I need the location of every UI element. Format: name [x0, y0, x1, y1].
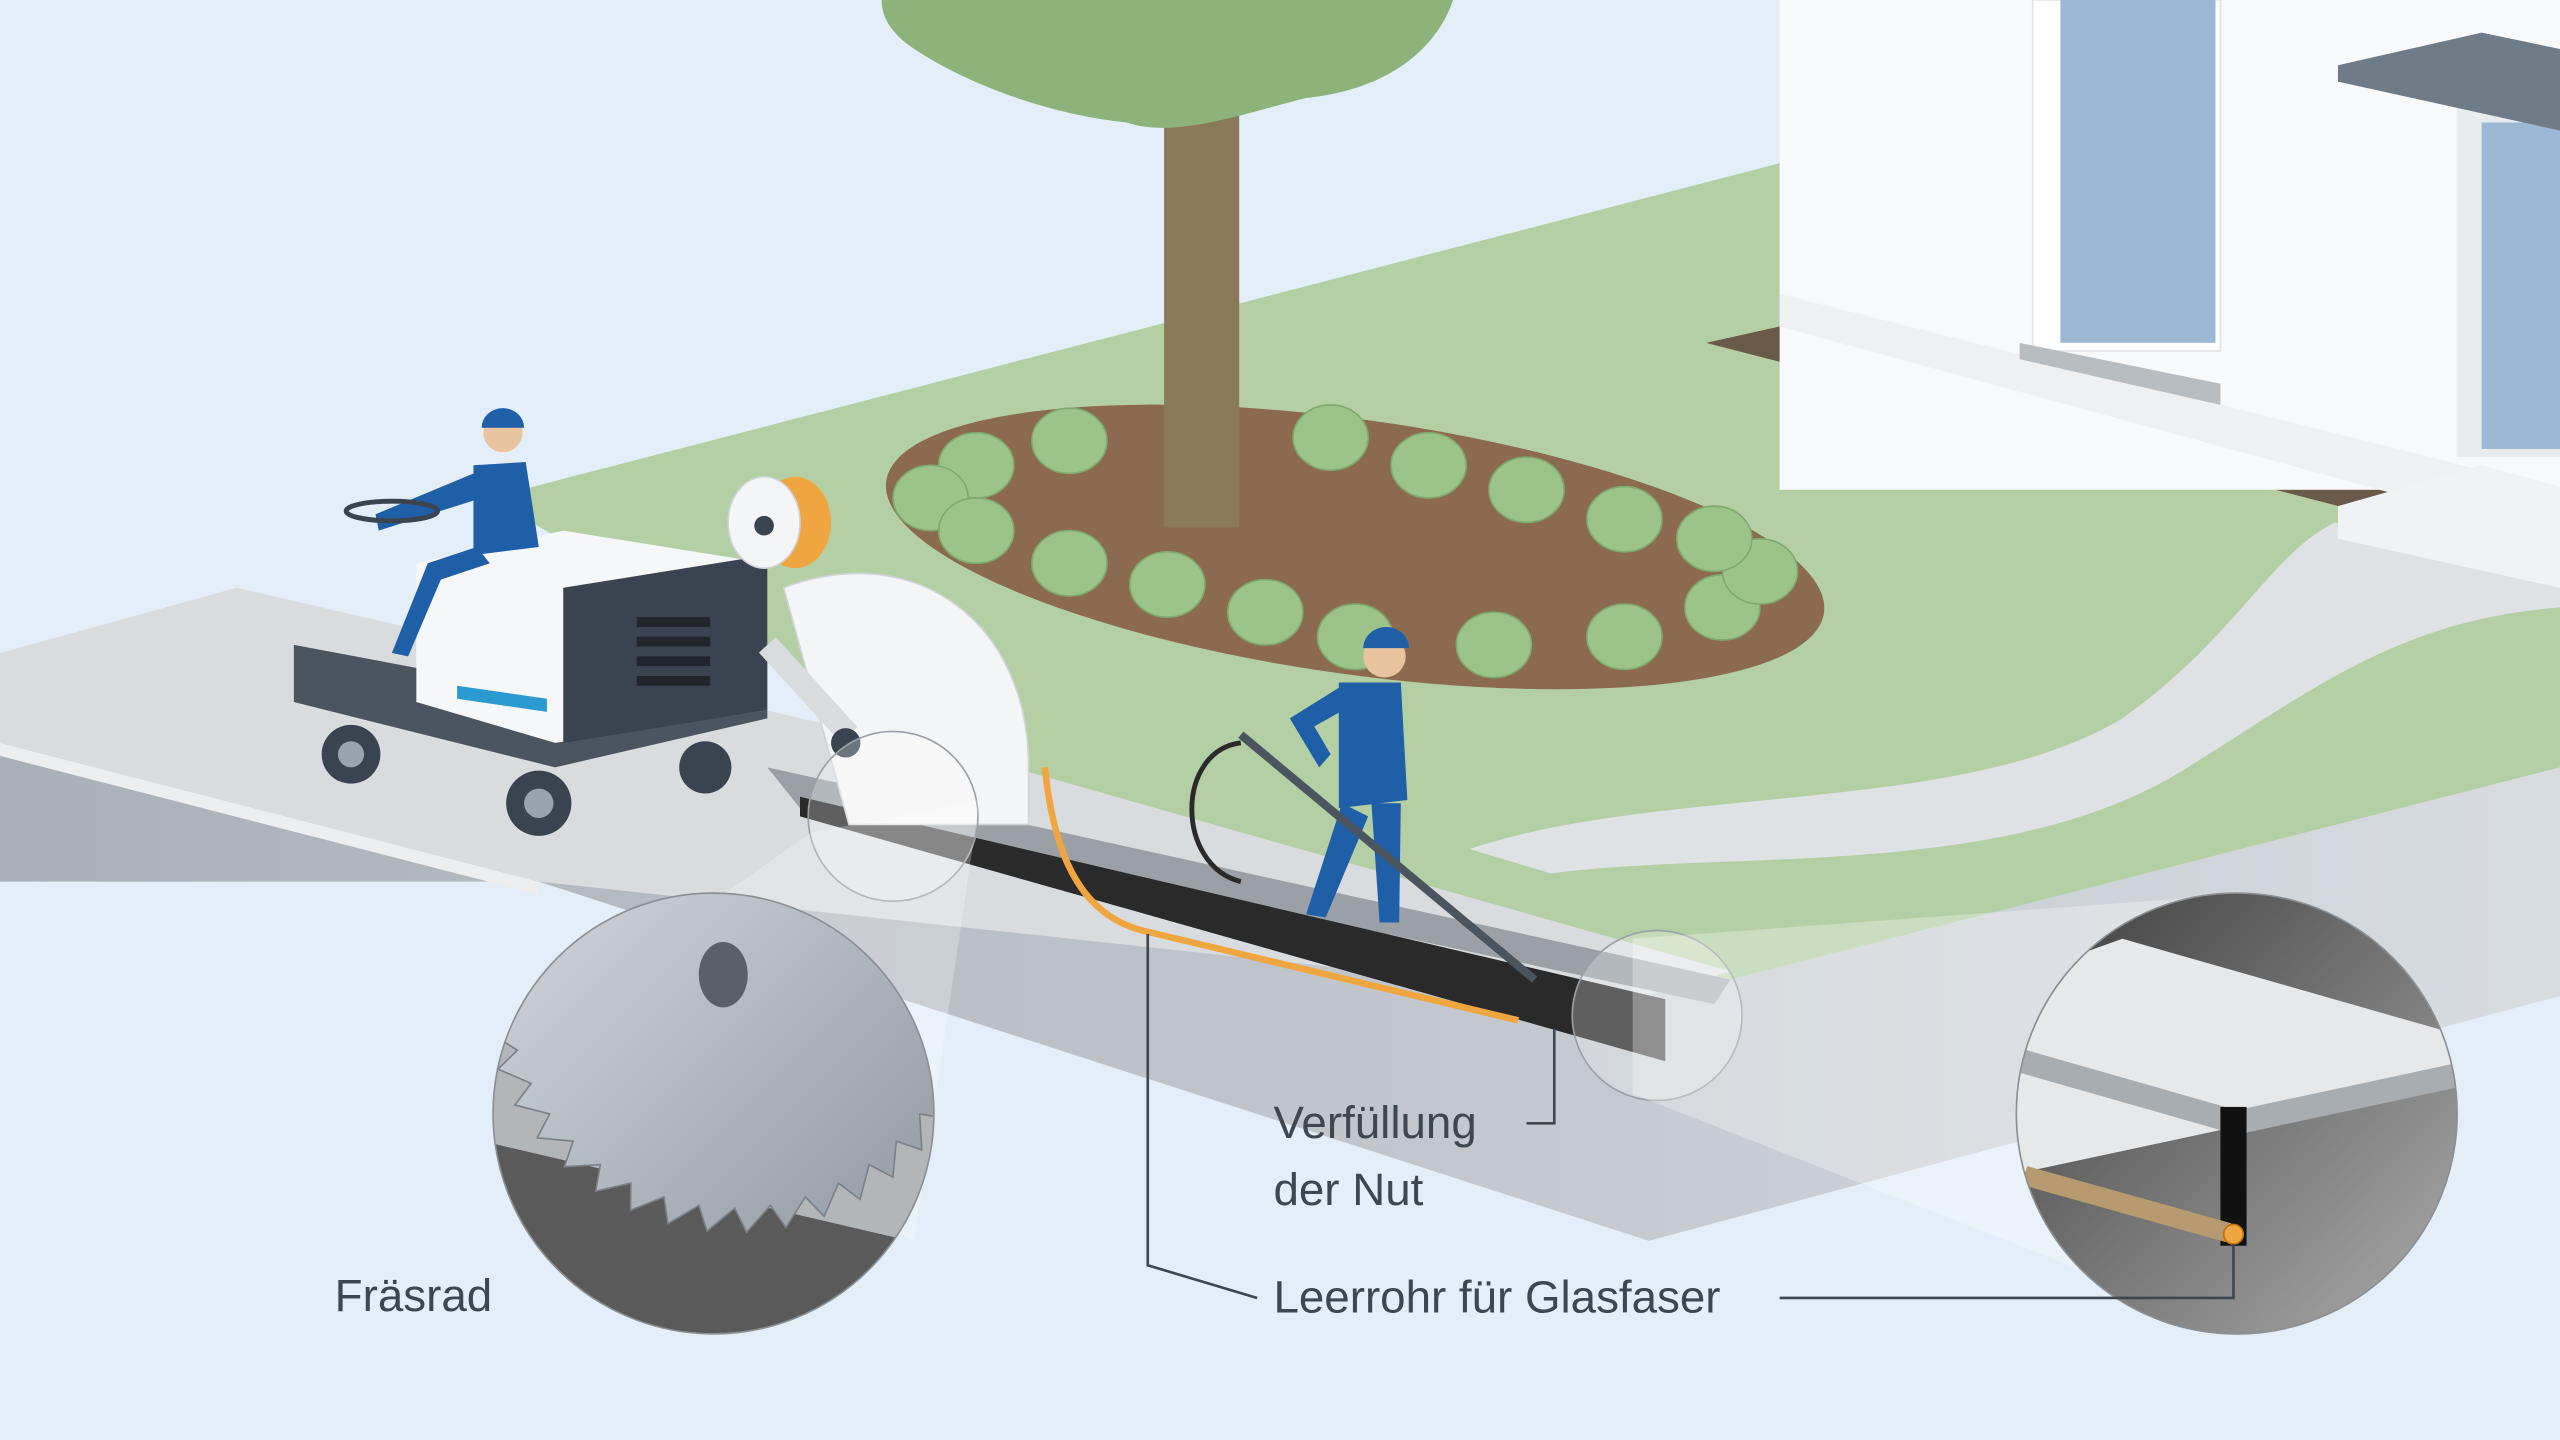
leader-conduit-left — [1146, 933, 1258, 1300]
bush — [1675, 505, 1753, 573]
trench-slot — [800, 796, 1666, 1062]
garden-path — [1469, 522, 2560, 874]
sidewalk-edge — [0, 742, 539, 895]
bush — [1455, 611, 1533, 679]
label-backfill-line2: der Nut — [1273, 1164, 1423, 1215]
canopy — [2337, 32, 2560, 131]
bush — [937, 497, 1015, 565]
blade-hub — [698, 942, 748, 1008]
trenching-vehicle — [293, 475, 1030, 836]
leader-conduit-right — [1779, 1244, 2235, 1300]
bushes — [892, 404, 1799, 679]
bush — [1226, 578, 1304, 646]
zoom-source-trench — [1571, 929, 1743, 1102]
tree-crown — [881, 0, 1454, 128]
window — [2060, 0, 2216, 343]
bush — [1031, 529, 1108, 597]
flower-bed — [885, 404, 1825, 690]
bush — [1488, 456, 1565, 524]
house — [1706, 0, 2560, 588]
bush — [1128, 551, 1206, 618]
zoom-source-saw — [807, 730, 979, 903]
bush — [1586, 485, 1663, 553]
magnifier-trench-section — [2016, 893, 2458, 1334]
bush — [1586, 603, 1663, 671]
label-saw-wheel: Fräsrad — [335, 1270, 492, 1321]
label-conduit: Leerrohr für Glasfaser — [1273, 1272, 1720, 1323]
conduit-pipe — [1041, 767, 1520, 1024]
worker-backfilling — [1189, 626, 1538, 983]
bush — [1292, 404, 1369, 472]
bush — [1390, 431, 1467, 499]
worker-driver — [343, 408, 539, 657]
leader-backfill — [1526, 1028, 1556, 1125]
tree-trunk — [1164, 89, 1240, 528]
label-backfill-line1: Verfüllung — [1273, 1097, 1476, 1148]
bush — [1031, 407, 1108, 475]
entrance-steps — [2337, 465, 2560, 588]
